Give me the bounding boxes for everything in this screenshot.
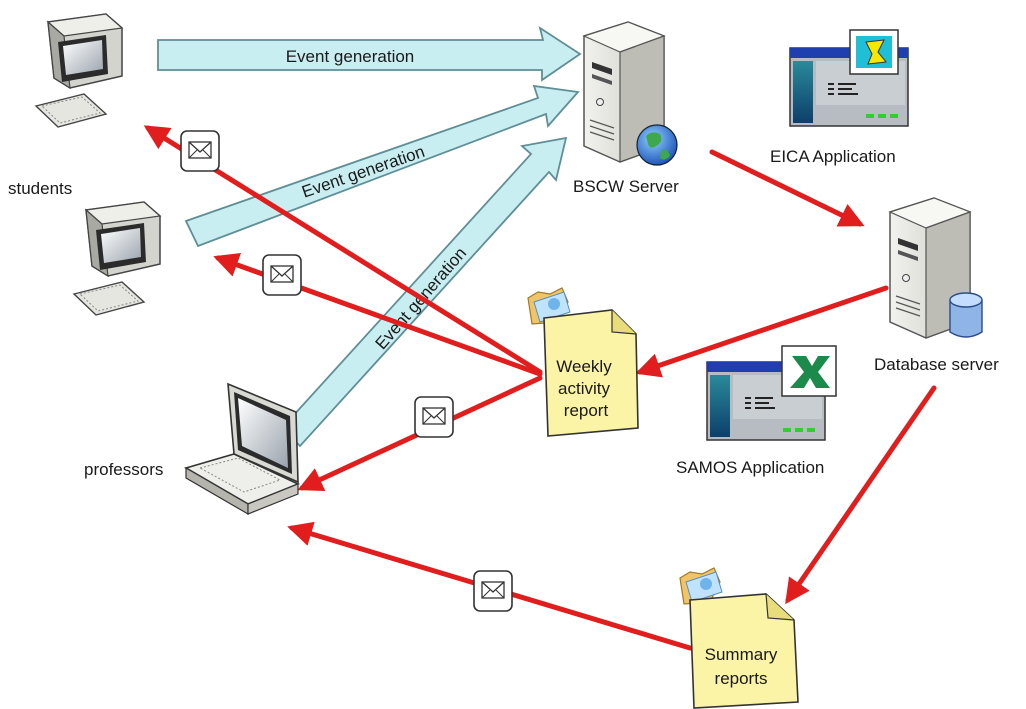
weekly-report-line-3: report — [564, 401, 609, 420]
students-label: students — [8, 179, 72, 198]
bscw-server-label: BSCW Server — [573, 177, 679, 196]
weekly-report-line-1: Weekly — [556, 357, 612, 376]
database-to-report-arrow — [635, 285, 889, 378]
eica-logo-icon — [849, 29, 899, 75]
event-arrow-1: Event generation — [157, 25, 582, 82]
event-arrow-2-label: Event generation — [299, 142, 427, 202]
summary-reports-line-2: reports — [715, 669, 768, 688]
database-to-summary-arrow — [785, 385, 937, 605]
samos-application-label: SAMOS Application — [676, 458, 824, 477]
envelope-icon — [262, 254, 302, 296]
globe-icon — [636, 124, 678, 166]
bscw-to-database-arrow — [709, 149, 865, 227]
weekly-report-line-2: activity — [558, 379, 610, 398]
laptop-icon — [183, 382, 301, 516]
summary-reports-document: Summary reports — [689, 593, 799, 709]
envelope-icon — [473, 570, 513, 612]
summary-reports-line-1: Summary — [705, 645, 778, 664]
excel-icon — [781, 345, 837, 397]
event-arrow-1-label: Event generation — [286, 47, 415, 66]
envelope-icon — [180, 130, 220, 172]
envelope-icon — [414, 396, 454, 438]
professors-label: professors — [84, 460, 163, 479]
database-cylinder-icon — [949, 292, 983, 338]
weekly-report-document: Weekly activity report — [543, 309, 639, 437]
database-server-label: Database server — [874, 355, 999, 374]
eica-application-label: EICA Application — [770, 147, 896, 166]
student-desktop-1-icon — [35, 13, 123, 128]
student-desktop-2-icon — [73, 201, 161, 316]
